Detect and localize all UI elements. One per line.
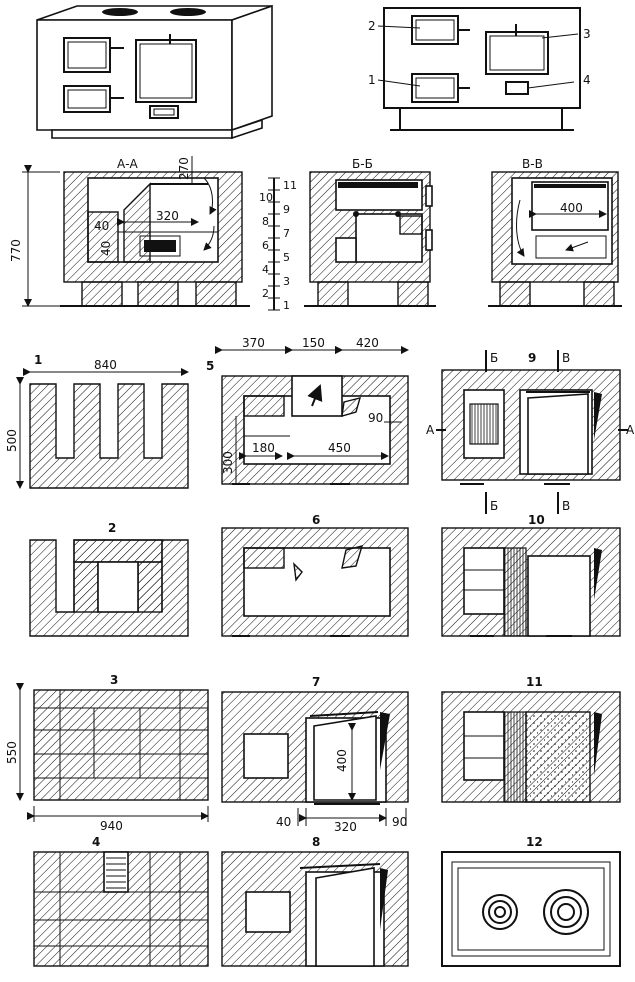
front-label-3: 3	[583, 27, 591, 41]
section-aa-label: А-А	[117, 157, 139, 171]
plan-5-dim-300: 300	[221, 451, 235, 474]
section-aa: А-А 770 270 320 40 40	[9, 156, 250, 307]
aa-grate-width-40: 40	[94, 219, 109, 233]
plan-3: 3 550 940	[5, 673, 209, 833]
plan-10-number: 10	[528, 513, 545, 527]
aa-height-770: 770	[9, 239, 23, 262]
plan-4: 4	[33, 835, 209, 967]
plan-2-number: 2	[108, 521, 116, 535]
plan-7-dim-40: 40	[276, 815, 291, 829]
aa-grate-height-40: 40	[99, 241, 113, 256]
plan-5-dim-90: 90	[368, 411, 383, 425]
row-7: 7	[283, 227, 290, 240]
plan-6: 6	[221, 513, 409, 637]
plan-5-dim-450: 450	[328, 441, 351, 455]
aa-firebox-320: 320	[156, 209, 179, 223]
stove-front-view: 2 3 1 4	[368, 7, 591, 131]
plan-5-number: 5	[206, 359, 214, 373]
row-1: 1	[283, 299, 290, 312]
stove-perspective-view	[36, 4, 273, 140]
row-3: 3	[283, 275, 290, 288]
front-label-1: 1	[368, 73, 376, 87]
plan-1-width-840: 840	[94, 358, 117, 372]
row-9: 9	[283, 203, 290, 216]
section-vv-label: В-В	[522, 157, 543, 171]
plan-10: 10	[441, 513, 621, 637]
plan-5: 5 370 150 420 90 180 300 450	[206, 336, 409, 485]
section-vv: В-В 400	[488, 157, 622, 307]
front-label-2: 2	[368, 19, 376, 33]
section-bb-label: Б-Б	[352, 157, 373, 171]
plan-9-mark-v-bottom: В	[562, 499, 570, 513]
small-burner-icon	[482, 894, 518, 930]
plan-9-mark-v-top: В	[562, 351, 570, 365]
plan-11-number: 11	[526, 675, 543, 689]
plan-9: 9 Б В А А Б В	[426, 350, 635, 514]
row-8: 8	[262, 215, 269, 228]
section-bb: Б-Б	[304, 157, 436, 307]
plan-12: 12	[441, 835, 621, 967]
plan-5-dim-420: 420	[356, 336, 379, 350]
plan-3-number: 3	[110, 673, 118, 687]
row-11: 11	[283, 179, 297, 192]
plan-12-number: 12	[526, 835, 543, 849]
plan-7-oven-h-400: 400	[335, 749, 349, 772]
plan-6-number: 6	[312, 513, 320, 527]
large-burner-icon	[543, 889, 589, 935]
vv-oven-400: 400	[560, 201, 583, 215]
plan-3-width-940: 940	[100, 819, 123, 833]
plan-8-number: 8	[312, 835, 320, 849]
plan-7: 7 400 40 320 90	[221, 675, 409, 834]
plan-3-depth-550: 550	[5, 741, 19, 764]
plan-7-dim-320: 320	[334, 820, 357, 834]
plan-9-mark-b-top: Б	[490, 351, 498, 365]
plan-1: 1 840 500	[5, 353, 189, 489]
plan-5-dim-180: 180	[252, 441, 275, 455]
plan-1-depth-500: 500	[5, 429, 19, 452]
plan-7-number: 7	[312, 675, 320, 689]
plan-9-mark-b-bottom: Б	[490, 499, 498, 513]
aa-flue-270: 270	[177, 157, 191, 180]
plan-9-mark-a-right: А	[626, 423, 635, 437]
plan-5-dim-370: 370	[242, 336, 265, 350]
plan-8: 8	[221, 835, 409, 967]
plan-9-number: 9	[528, 351, 536, 365]
row-4: 4	[262, 263, 269, 276]
plan-9-mark-a-left: А	[426, 423, 435, 437]
plan-7-dim-90: 90	[392, 815, 407, 829]
front-label-4: 4	[583, 73, 591, 87]
plan-1-number: 1	[34, 353, 42, 367]
row-scale: 11 10 9 8 7 6 5 4 3 2 1	[259, 177, 297, 312]
plan-5-dim-150: 150	[302, 336, 325, 350]
row-5: 5	[283, 251, 290, 264]
row-10: 10	[259, 191, 273, 204]
plan-11: 11	[441, 675, 621, 803]
plan-2: 2	[29, 521, 189, 637]
row-2: 2	[262, 287, 269, 300]
row-6: 6	[262, 239, 269, 252]
plan-4-number: 4	[92, 835, 100, 849]
